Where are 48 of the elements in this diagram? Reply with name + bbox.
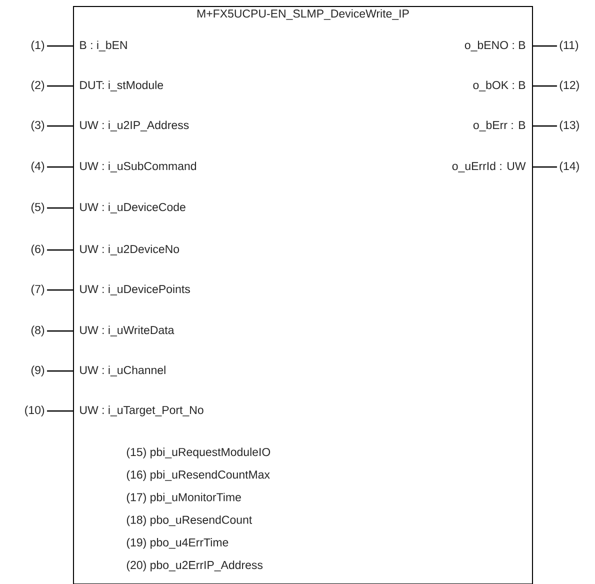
pin-number: (3) — [31, 120, 44, 132]
parameter-label: (19) pbo_u4ErrTime — [126, 538, 228, 549]
pin-label: UW : i_uWriteData — [80, 326, 174, 336]
pin-label: UW : i_uChannel — [80, 366, 166, 376]
pin-line — [533, 85, 557, 87]
parameter-label: (15) pbi_uRequestModuleIO — [126, 448, 270, 458]
pin-number: (1) — [31, 40, 44, 52]
pin-label: UW : i_u2IP_Address — [80, 120, 189, 132]
pin-label: UW : i_uDeviceCode — [80, 202, 186, 214]
pin-label: o_bOK : B — [473, 80, 526, 92]
pin-number: (6) — [31, 244, 44, 256]
pin-line — [533, 125, 557, 127]
pin-line — [47, 370, 73, 372]
pin-number: (8) — [31, 326, 44, 336]
pin-line — [47, 166, 73, 168]
pin-label: B : i_bEN — [80, 40, 127, 52]
parameter-label: (16) pbi_uResendCountMax — [126, 470, 270, 481]
pin-label: o_bENO : B — [464, 40, 526, 52]
parameter-label: (20) pbo_u2ErrIP_Address — [126, 560, 263, 572]
pin-label: UW : i_uSubCommand — [80, 162, 196, 172]
pin-number: (5) — [31, 202, 44, 214]
pin-line — [47, 289, 73, 291]
parameter-label: (17) pbi_uMonitorTime — [126, 492, 241, 504]
pin-number: (2) — [31, 80, 44, 92]
pin-line — [47, 85, 73, 87]
pin-number: (7) — [31, 284, 44, 296]
pin-label: UW : i_u2DeviceNo — [80, 244, 180, 256]
pin-line — [533, 45, 557, 47]
pin-number: (14) — [560, 162, 579, 172]
pin-line — [47, 207, 73, 209]
pin-number: (13) — [560, 120, 579, 132]
pin-label: DUT: i_stModule — [80, 80, 164, 92]
pin-label: UW : i_uDevicePoints — [80, 284, 190, 296]
pin-number: (12) — [560, 80, 579, 92]
parameter-label: (18) pbo_uResendCount — [126, 515, 252, 526]
pin-line — [533, 166, 557, 168]
pin-label: UW : i_uTarget_Port_No — [80, 406, 204, 416]
pin-number: (11) — [560, 40, 578, 52]
pin-line — [47, 125, 73, 127]
pin-number: (9) — [31, 366, 44, 376]
pin-label: o_bErr : B — [473, 120, 526, 132]
pin-line — [47, 45, 73, 47]
pin-number: (4) — [31, 162, 44, 172]
pin-line — [47, 249, 73, 251]
pin-label: o_uErrId : UW — [452, 162, 526, 172]
pin-number: (10) — [25, 406, 44, 416]
pin-line — [47, 410, 73, 412]
pin-line — [47, 330, 73, 332]
